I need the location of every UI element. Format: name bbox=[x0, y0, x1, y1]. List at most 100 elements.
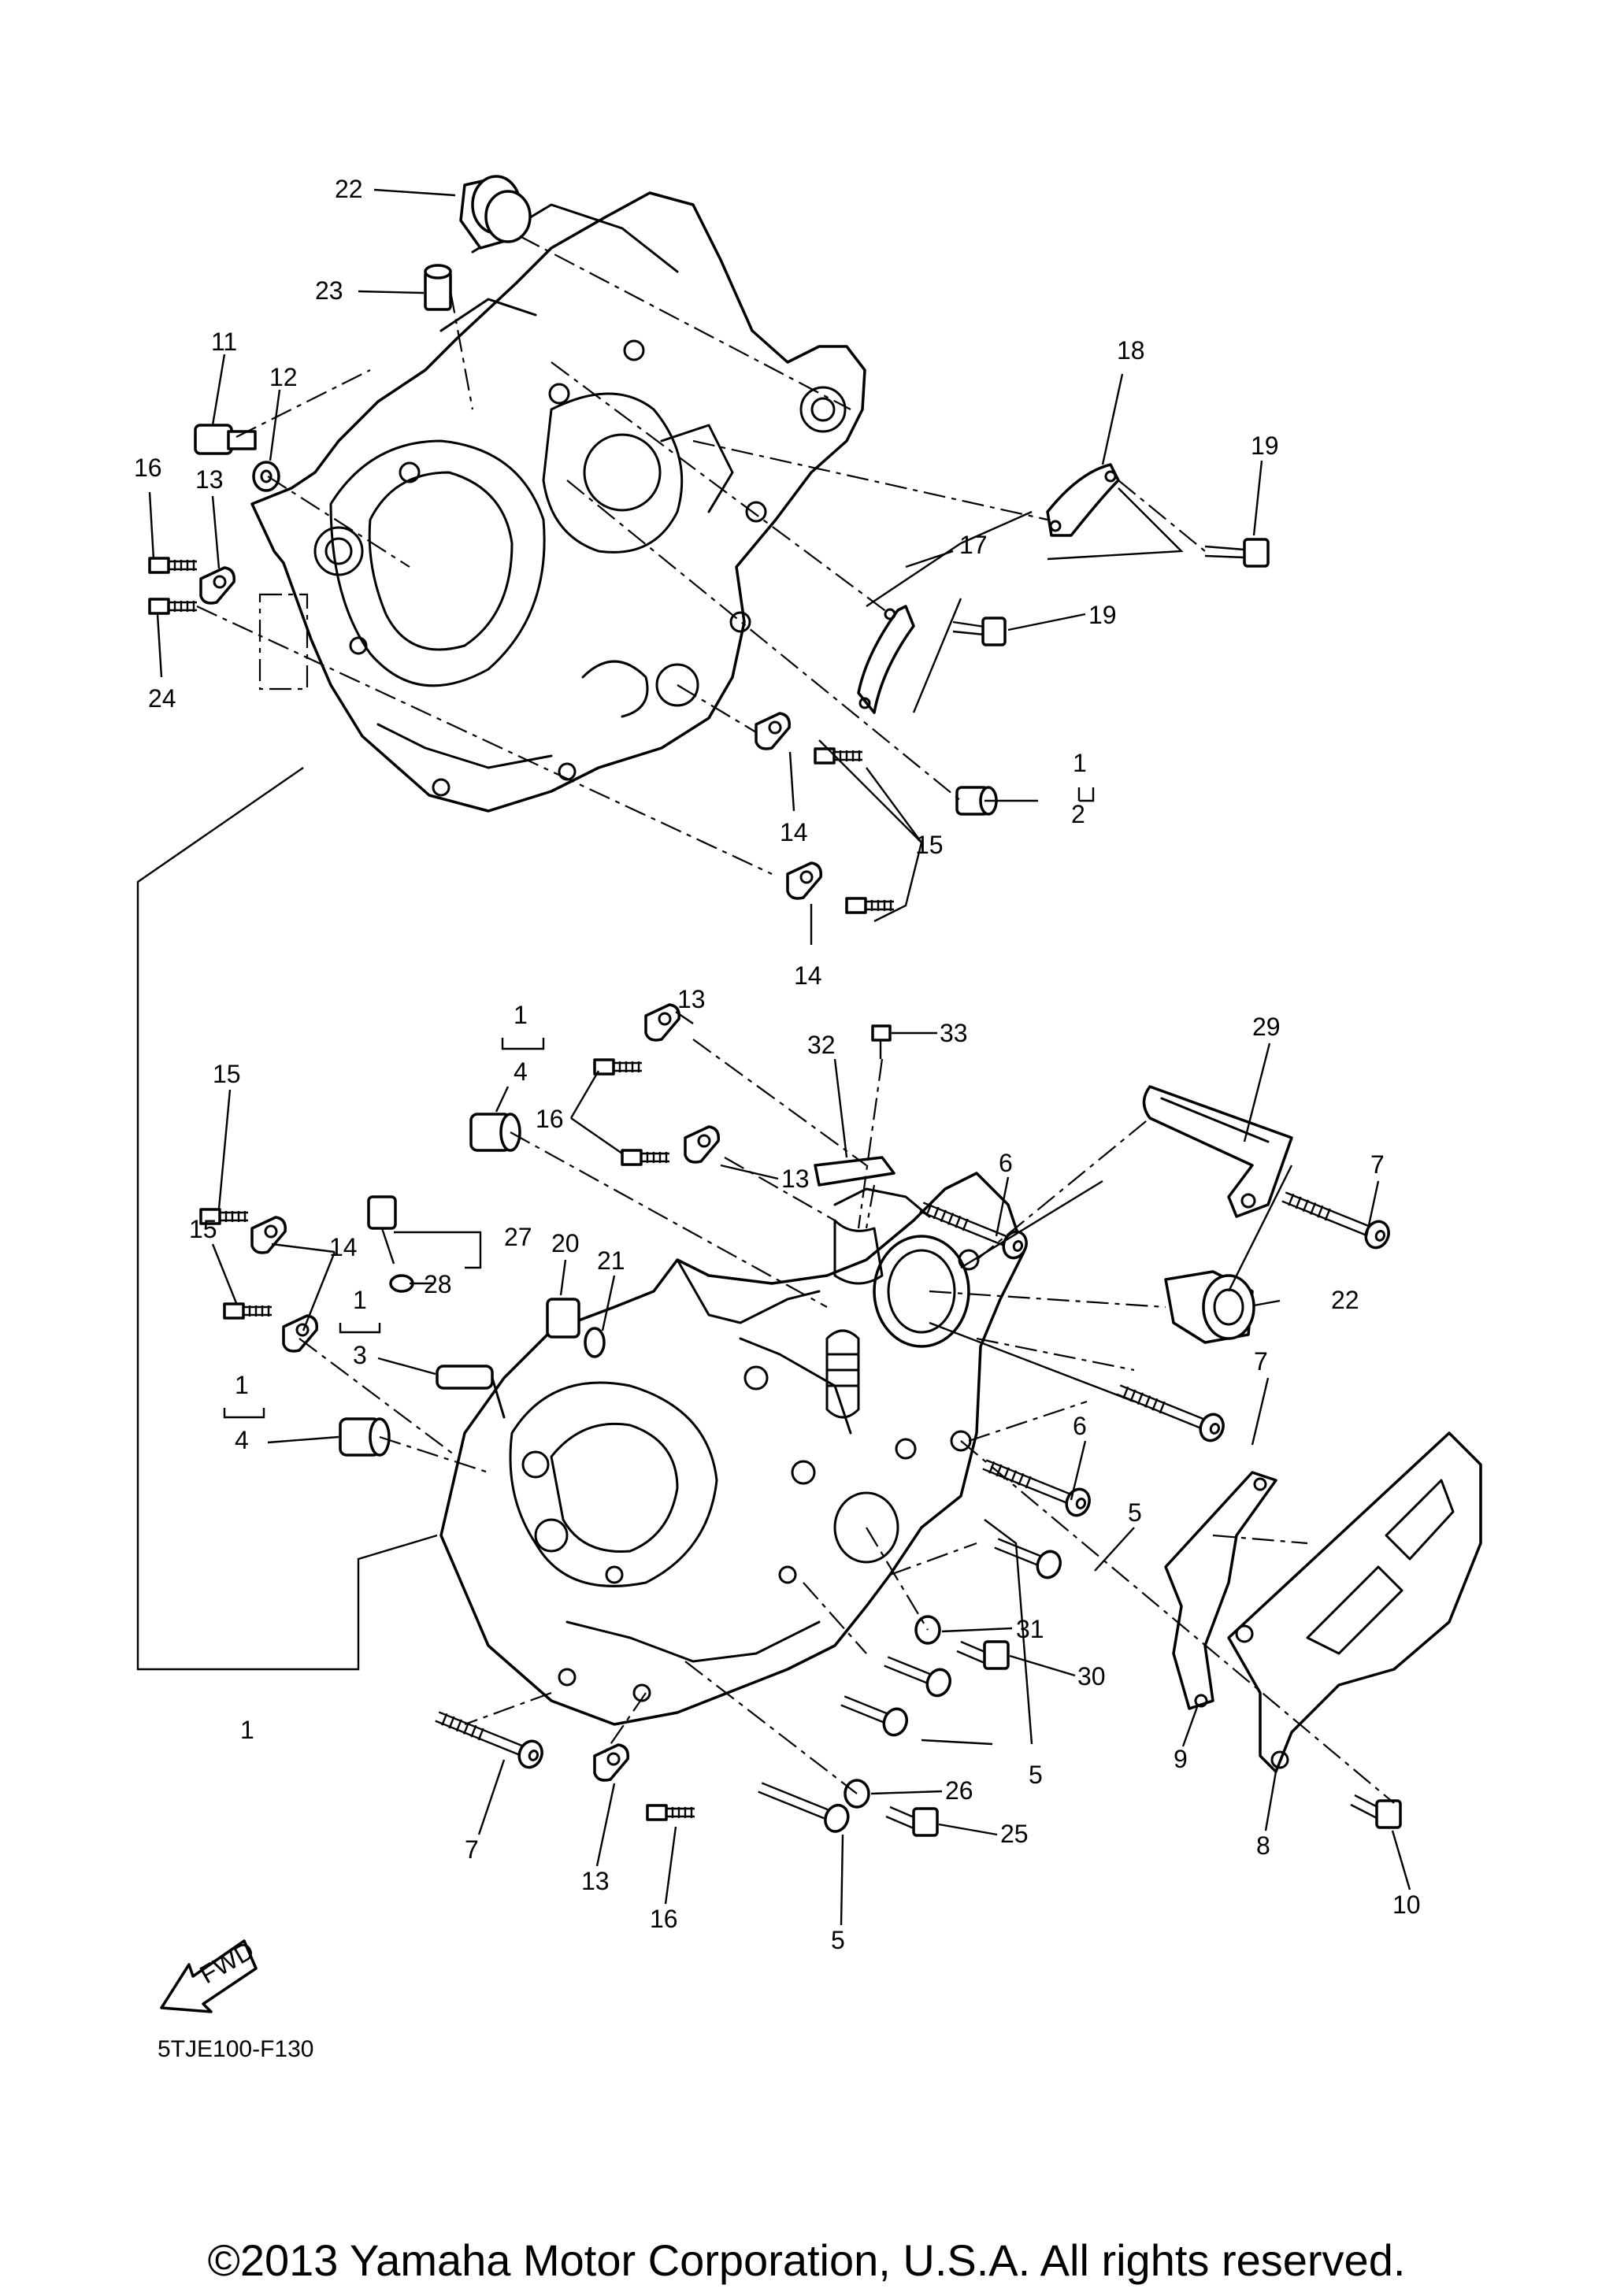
bolt-11 bbox=[194, 424, 257, 455]
plate-14-b bbox=[786, 861, 822, 900]
callout-7-c: 7 bbox=[465, 1835, 479, 1864]
callout-13: 13 bbox=[195, 465, 224, 494]
plate-13-top bbox=[199, 566, 235, 605]
callout-15-c: 15 bbox=[189, 1215, 217, 1243]
copyright-notice: ©2013 Yamaha Motor Corporation, U.S.A. A… bbox=[207, 2235, 1406, 2285]
collar-4-top bbox=[469, 1113, 521, 1152]
clamp-17 bbox=[857, 605, 915, 714]
callout-25: 25 bbox=[1000, 1820, 1029, 1848]
collar-4-bottom bbox=[339, 1417, 391, 1457]
bolt-27 bbox=[367, 1195, 397, 1265]
bolt-5-b bbox=[884, 1656, 951, 1698]
callout-16-c: 16 bbox=[650, 1905, 678, 1933]
callout-6-b: 6 bbox=[1073, 1412, 1087, 1440]
callout-24: 24 bbox=[148, 684, 176, 713]
callout-2: 2 bbox=[1071, 800, 1085, 828]
fwd-arrow-icon: FWD bbox=[160, 1935, 259, 2013]
bolt-25 bbox=[885, 1805, 939, 1837]
oring-28 bbox=[389, 1274, 414, 1293]
bolt-5-d bbox=[758, 1782, 850, 1833]
bolt-19-right bbox=[1204, 538, 1270, 568]
bolt-5-a bbox=[994, 1538, 1062, 1579]
bolt-19-mid bbox=[952, 617, 1007, 646]
callout-18: 18 bbox=[1117, 336, 1145, 365]
callout-26: 26 bbox=[945, 1776, 973, 1805]
callout-10: 10 bbox=[1392, 1890, 1421, 1919]
sprocket-cover-8 bbox=[1227, 1431, 1482, 1773]
clamp-18 bbox=[1046, 463, 1120, 537]
callout-16-b: 16 bbox=[536, 1105, 564, 1133]
callout-labels: 22 23 11 12 16 13 24 18 19 17 19 1 2 15 … bbox=[134, 175, 1421, 2062]
callout-32: 32 bbox=[807, 1031, 836, 1059]
callout-6-a: 6 bbox=[999, 1149, 1013, 1177]
callout-14-a: 14 bbox=[780, 818, 808, 846]
callout-22: 22 bbox=[335, 175, 363, 203]
screw-16-b2 bbox=[621, 1149, 671, 1166]
screw-24 bbox=[148, 598, 198, 615]
callout-1-lower-d: 1 bbox=[240, 1716, 254, 1744]
callout-14-c: 14 bbox=[329, 1233, 358, 1261]
callout-13-b: 13 bbox=[677, 985, 706, 1013]
callout-23: 23 bbox=[315, 276, 343, 305]
bolt-5-c bbox=[840, 1695, 908, 1737]
plate-13-c bbox=[684, 1125, 720, 1164]
callout-15-b: 15 bbox=[213, 1060, 241, 1088]
screw-15-b bbox=[845, 897, 895, 914]
sensor-2 bbox=[955, 786, 998, 816]
bolt-6-mid bbox=[977, 1450, 1095, 1520]
callout-17: 17 bbox=[959, 531, 988, 559]
washer-12 bbox=[252, 461, 280, 492]
callout-13-c: 13 bbox=[781, 1165, 810, 1193]
callout-7-b: 7 bbox=[1254, 1347, 1268, 1376]
collar-22-top bbox=[459, 175, 532, 250]
callout-4-a: 4 bbox=[514, 1057, 528, 1086]
oring-21 bbox=[584, 1327, 606, 1358]
guide-29 bbox=[1142, 1085, 1293, 1218]
callout-31: 31 bbox=[1016, 1615, 1044, 1643]
callout-28: 28 bbox=[424, 1270, 452, 1298]
callout-30: 30 bbox=[1077, 1662, 1106, 1691]
diagram-code: 5TJE100-F130 bbox=[158, 2036, 313, 2062]
plate-14-a bbox=[755, 712, 791, 750]
callout-29: 29 bbox=[1252, 1013, 1281, 1041]
callout-4-b: 4 bbox=[235, 1426, 249, 1454]
plate-14-c bbox=[250, 1216, 287, 1254]
callout-12: 12 bbox=[269, 363, 298, 391]
callout-5-c: 5 bbox=[831, 1926, 845, 1954]
callout-1-lower-a: 1 bbox=[514, 1001, 528, 1029]
callout-16: 16 bbox=[134, 454, 162, 482]
bolt-30 bbox=[956, 1640, 1010, 1670]
right-crankcase bbox=[439, 1172, 1025, 1726]
callout-22-bottom: 22 bbox=[1331, 1286, 1359, 1314]
plate-14-d bbox=[282, 1314, 318, 1353]
callout-11: 11 bbox=[211, 328, 237, 356]
screw-16-c bbox=[646, 1804, 696, 1821]
screw-15-d bbox=[223, 1302, 273, 1320]
dowel-23 bbox=[424, 264, 452, 311]
callout-8: 8 bbox=[1256, 1831, 1270, 1860]
collar-22-bottom bbox=[1164, 1270, 1255, 1344]
clip-32 bbox=[814, 1156, 895, 1187]
bolt-10 bbox=[1350, 1794, 1402, 1829]
callout-14-b: 14 bbox=[794, 961, 822, 990]
callout-9: 9 bbox=[1174, 1745, 1188, 1773]
callout-1-lower-b: 1 bbox=[353, 1286, 367, 1314]
dowel-20 bbox=[546, 1298, 580, 1339]
callout-3: 3 bbox=[353, 1341, 367, 1369]
callout-5-b: 5 bbox=[1029, 1761, 1043, 1789]
plate-13-b bbox=[644, 1003, 680, 1042]
callout-7-a: 7 bbox=[1370, 1150, 1385, 1179]
screw-16-b1 bbox=[593, 1058, 643, 1076]
callout-19-mid: 19 bbox=[1088, 601, 1117, 629]
callout-33: 33 bbox=[940, 1019, 968, 1047]
callout-1-lower-c: 1 bbox=[235, 1371, 249, 1399]
screw-33 bbox=[871, 1024, 892, 1059]
left-crankcase bbox=[250, 191, 866, 813]
screw-16-top bbox=[148, 557, 198, 574]
bolt-7-mid bbox=[1111, 1376, 1229, 1446]
callout-27: 27 bbox=[504, 1223, 532, 1251]
callout-15-upper: 15 bbox=[915, 831, 944, 859]
callout-20: 20 bbox=[551, 1229, 580, 1257]
callout-19-right: 19 bbox=[1251, 431, 1279, 460]
